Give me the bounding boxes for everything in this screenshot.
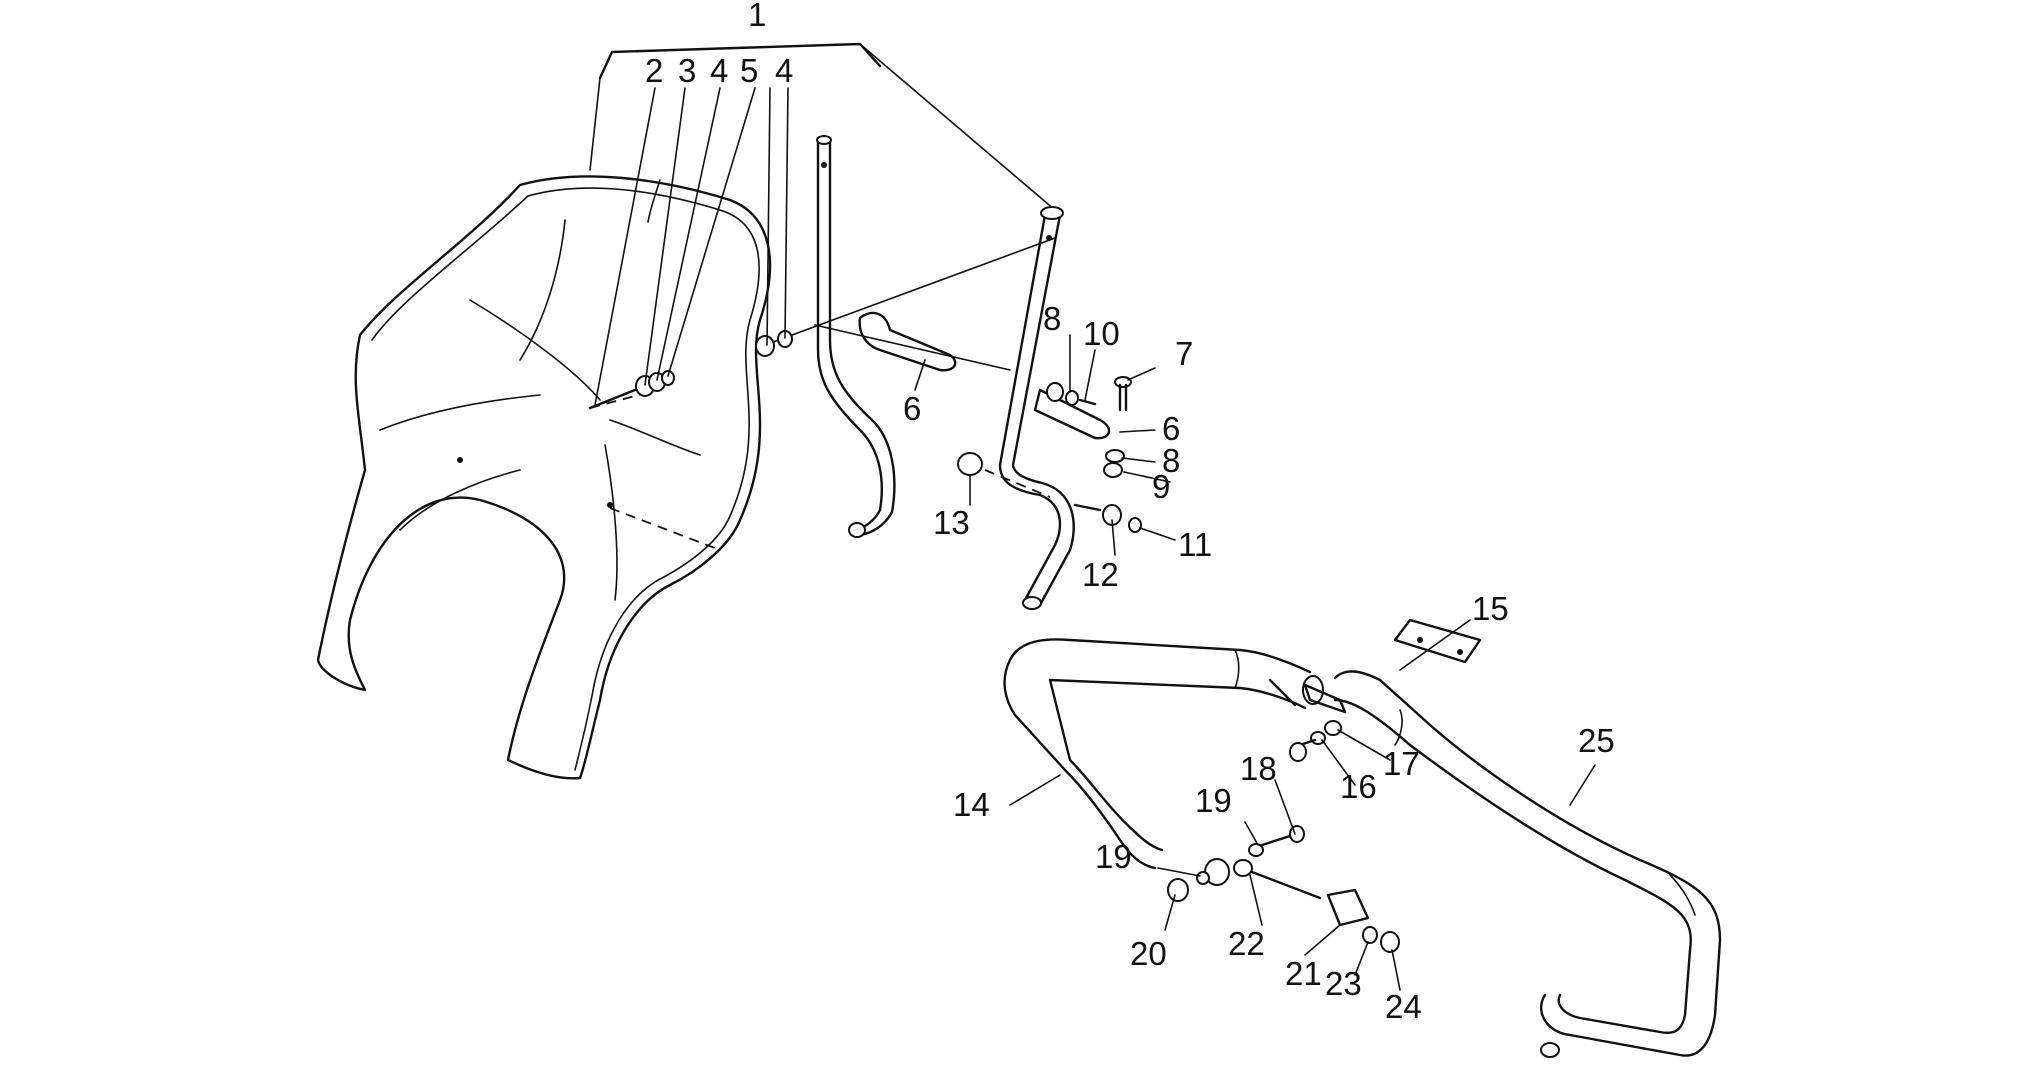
callout-20: 20 <box>1130 935 1167 972</box>
callout-4-a: 4 <box>710 52 728 89</box>
mount-plate-15 <box>1393 618 1482 664</box>
callout-16: 16 <box>1340 768 1377 805</box>
callout-8-a: 8 <box>1043 300 1061 337</box>
right-support-rod <box>998 206 1075 610</box>
mount-hardware <box>1167 683 1400 953</box>
callout-4-b: 4 <box>775 52 793 89</box>
callout-23: 23 <box>1325 965 1362 1002</box>
fastener-set-right <box>957 452 1142 533</box>
callout-12: 12 <box>1082 556 1119 593</box>
callout-labels: 1 2 3 4 5 4 6 7 8 10 6 8 9 11 12 13 14 1… <box>645 0 1615 1025</box>
crash-bar-14 <box>1003 638 1324 886</box>
callout-10: 10 <box>1083 315 1120 352</box>
callout-5: 5 <box>740 52 758 89</box>
callout-6-b: 6 <box>1162 410 1180 447</box>
callout-3: 3 <box>678 52 696 89</box>
callout-7: 7 <box>1175 335 1193 372</box>
callout-22: 22 <box>1228 925 1265 962</box>
callout-19-a: 19 <box>1195 782 1232 819</box>
callout-9: 9 <box>1152 468 1170 505</box>
callout-13: 13 <box>933 504 970 541</box>
callout-17: 17 <box>1383 745 1420 782</box>
left-support-rod <box>816 135 896 538</box>
fastener-set-left <box>588 330 793 410</box>
callout-21: 21 <box>1285 955 1322 992</box>
callout-8-b: 8 <box>1162 442 1180 479</box>
dashed-alignment-lines <box>589 237 1056 551</box>
crash-bar-25 <box>1333 670 1722 1058</box>
callout-18: 18 <box>1240 750 1277 787</box>
callout-24: 24 <box>1385 988 1422 1025</box>
windshield <box>316 175 772 780</box>
callout-2: 2 <box>645 52 663 89</box>
callout-19-b: 19 <box>1095 838 1132 875</box>
bracket-6-right <box>1033 376 1132 478</box>
assembly-bracket-1 <box>589 42 1056 211</box>
callout-6-a: 6 <box>903 390 921 427</box>
callout-11: 11 <box>1178 526 1212 563</box>
callout-25: 25 <box>1578 722 1615 759</box>
bracket-6-left <box>858 311 957 372</box>
callout-15: 15 <box>1472 590 1509 627</box>
leader-lines <box>594 87 1596 991</box>
callout-1: 1 <box>748 0 766 33</box>
callout-14: 14 <box>953 786 990 823</box>
